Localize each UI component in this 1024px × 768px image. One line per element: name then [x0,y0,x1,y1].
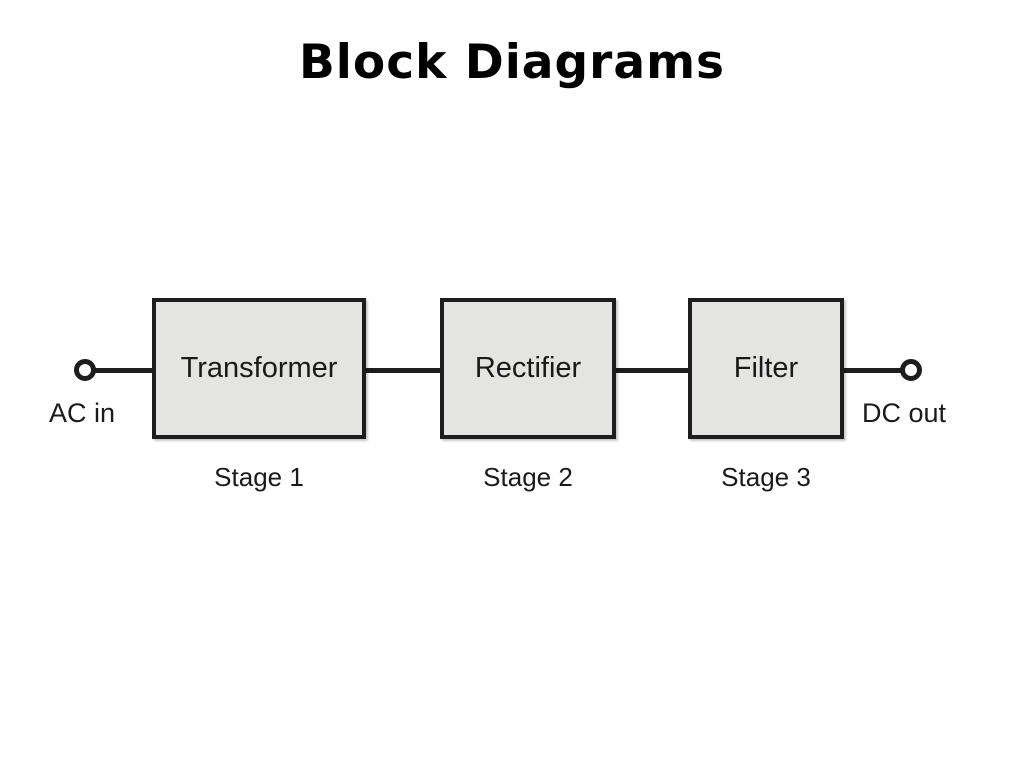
stage-caption-2: Stage 2 [483,462,573,492]
block-transformer: Transformer [152,298,366,439]
wire-stage2-to-stage3 [611,368,692,373]
output-terminal-circle-icon [900,359,922,381]
stage-caption-3: Stage 3 [721,462,811,492]
wire-stage1-to-stage2 [361,368,444,373]
page-title: Block Diagrams [298,35,726,90]
block-rectifier: Rectifier [440,298,616,439]
block-label-rectifier: Rectifier [474,352,582,384]
input-port-label: AC in [49,398,116,428]
wire-input-to-stage1 [88,368,158,373]
output-port-label: DC out [862,398,947,428]
stage-caption-1: Stage 1 [214,462,304,492]
block-filter: Filter [688,298,844,439]
block-label-transformer: Transformer [180,352,338,384]
input-terminal-circle-icon [74,359,96,381]
wire-stage3-to-output [839,368,911,373]
block-label-filter: Filter [733,352,799,384]
